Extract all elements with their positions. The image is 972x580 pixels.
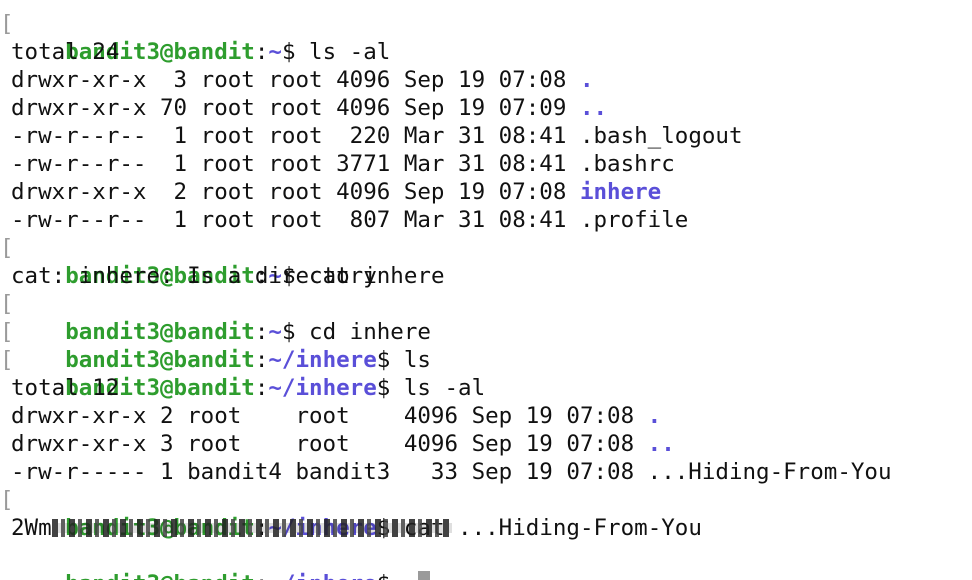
ls-name-directory: inhere bbox=[579, 179, 662, 205]
prompt-dollar: $ bbox=[281, 263, 310, 289]
prompt-path: ~ bbox=[268, 39, 282, 65]
prompt-line: [ bandit3@bandit:~$ ls -al bbox=[0, 10, 972, 65]
ls-name-file: .bash_logout bbox=[579, 123, 743, 149]
ls-row: drwxr-xr-x 2 root root 4096 Sep 19 07:08… bbox=[0, 178, 972, 206]
ls-meta: drwxr-xr-x 70 root root 4096 Sep 19 07:0… bbox=[11, 95, 580, 121]
ls-row: drwxr-xr-x 2 root root 4096 Sep 19 07:08… bbox=[0, 402, 972, 430]
ls-name-file: ...Hiding-From-You bbox=[647, 459, 892, 485]
ls-row: -rw-r--r-- 1 root root 3771 Mar 31 08:41… bbox=[0, 150, 972, 178]
command-text: ls bbox=[403, 347, 431, 373]
prompt-line: [ bandit3@bandit:~$ cd inhere bbox=[0, 290, 972, 345]
prompt-bracket: [ bbox=[0, 11, 14, 37]
ls-name-file: .profile bbox=[579, 207, 689, 233]
ls-row: drwxr-xr-x 3 root root 4096 Sep 19 07:08… bbox=[0, 430, 972, 458]
output-text: cat: inhere: Is a directory bbox=[11, 263, 377, 289]
command-text: ls -al bbox=[403, 375, 486, 401]
ls-name-directory: . bbox=[579, 67, 594, 93]
ls-meta: -rw-r--r-- 1 root root 220 Mar 31 08:41 bbox=[11, 123, 580, 149]
command-text: ls -al bbox=[309, 39, 391, 65]
ls-name-directory: . bbox=[647, 403, 662, 429]
ls-row: -rw-r--r-- 1 root root 807 Mar 31 08:41 … bbox=[0, 206, 972, 234]
prompt-colon: : bbox=[254, 39, 269, 65]
ls-meta: drwxr-xr-x 2 root root 4096 Sep 19 07:08 bbox=[11, 403, 648, 429]
ls-name-file: .bashrc bbox=[579, 151, 675, 177]
output-text: total 12 bbox=[11, 375, 120, 401]
ls-meta: -rw-r--r-- 1 root root 807 Mar 31 08:41 bbox=[11, 207, 580, 233]
output-line: total 24 bbox=[0, 38, 972, 66]
command-text: cd inhere bbox=[309, 319, 431, 345]
output-text: total 24 bbox=[11, 39, 120, 65]
secret-visible-prefix: 2Wm bbox=[11, 515, 52, 541]
ls-row: -rw-r--r-- 1 root root 220 Mar 31 08:41 … bbox=[0, 122, 972, 150]
prompt-path: ~/inhere bbox=[268, 347, 377, 373]
prompt-path: ~/inhere bbox=[268, 571, 376, 580]
secret-output-line: 2Wm bbox=[0, 514, 972, 542]
prompt-colon: : bbox=[254, 347, 269, 373]
block-cursor-icon bbox=[417, 571, 430, 580]
ls-row: drwxr-xr-x 70 root root 4096 Sep 19 07:0… bbox=[0, 94, 972, 122]
output-line: total 12 bbox=[0, 374, 972, 402]
ls-meta: drwxr-xr-x 2 root root 4096 Sep 19 07:08 bbox=[11, 179, 580, 205]
prompt-path: ~/inhere bbox=[268, 375, 377, 401]
prompt-line: [ bandit3@bandit:~$ cat inhere bbox=[0, 234, 972, 289]
prompt-dollar: $ bbox=[377, 571, 404, 580]
prompt-path: ~ bbox=[268, 263, 282, 289]
prompt-user-host: bandit3@bandit bbox=[65, 571, 255, 580]
redacted-password-block bbox=[51, 519, 452, 537]
output-line: cat: inhere: Is a directory bbox=[0, 262, 972, 290]
ls-name-directory: .. bbox=[647, 431, 675, 457]
prompt-user-host: bandit3@bandit bbox=[65, 39, 255, 65]
prompt-dollar: $ bbox=[376, 375, 404, 401]
prompt-dollar: $ bbox=[376, 347, 404, 373]
prompt-path: ~ bbox=[268, 319, 282, 345]
ls-row: -rw-r----- 1 bandit4 bandit3 33 Sep 19 0… bbox=[0, 458, 972, 486]
prompt-colon: : bbox=[255, 571, 269, 580]
prompt-bracket: [ bbox=[0, 235, 14, 261]
ls-meta: drwxr-xr-x 3 root root 4096 Sep 19 07:08 bbox=[11, 431, 648, 457]
prompt-dollar: $ bbox=[281, 39, 310, 65]
prompt-colon: : bbox=[254, 375, 269, 401]
prompt-user-host: bandit3@bandit bbox=[65, 263, 255, 289]
prompt-user-host: bandit3@bandit bbox=[65, 319, 255, 345]
ls-meta: drwxr-xr-x 3 root root 4096 Sep 19 07:08 bbox=[11, 67, 580, 93]
prompt-bracket: [ bbox=[0, 319, 14, 345]
ls-row: drwxr-xr-x 3 root root 4096 Sep 19 07:08… bbox=[0, 66, 972, 94]
prompt-user-host: bandit3@bandit bbox=[65, 375, 255, 401]
prompt-line: [ bandit3@bandit:~/inhere$ ls bbox=[0, 318, 972, 373]
prompt-line: [ bandit3@bandit:~/inhere$ ls -al bbox=[0, 346, 972, 401]
ls-name-directory: .. bbox=[579, 95, 608, 121]
prompt-bracket: [ bbox=[0, 487, 14, 513]
prompt-bracket: [ bbox=[0, 291, 14, 317]
active-prompt-line[interactable]: bandit3@bandit:~/inhere$ bbox=[0, 542, 972, 580]
command-text: cat inhere bbox=[309, 263, 445, 289]
ls-meta: -rw-r--r-- 1 root root 3771 Mar 31 08:41 bbox=[11, 151, 580, 177]
prompt-bracket: [ bbox=[0, 347, 14, 373]
prompt-colon: : bbox=[254, 319, 269, 345]
ls-meta: -rw-r----- 1 bandit4 bandit3 33 Sep 19 0… bbox=[11, 459, 648, 485]
prompt-user-host: bandit3@bandit bbox=[65, 347, 255, 373]
prompt-colon: : bbox=[254, 263, 269, 289]
prompt-dollar: $ bbox=[281, 319, 310, 345]
prompt-line: [bandit3@bandit:~/inhere$ cat ...Hiding-… bbox=[0, 486, 972, 541]
command-text: cat ...Hiding-From-You bbox=[403, 515, 702, 541]
